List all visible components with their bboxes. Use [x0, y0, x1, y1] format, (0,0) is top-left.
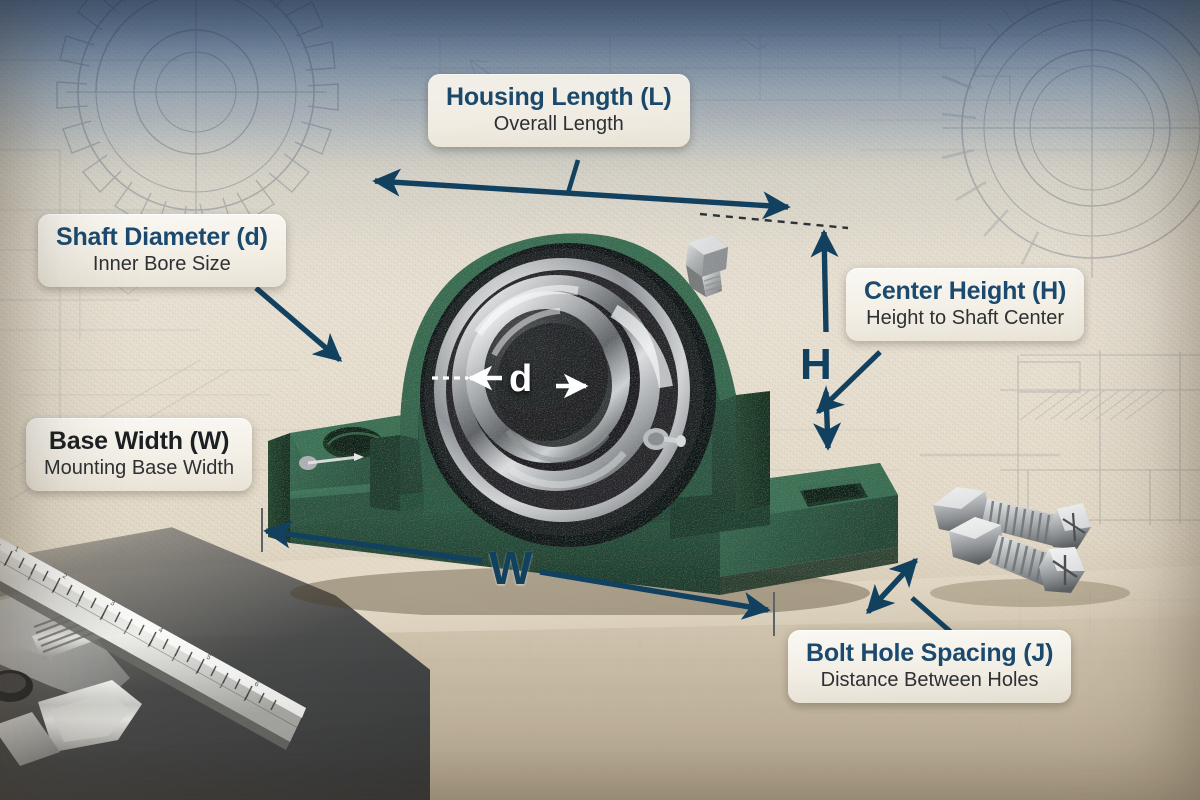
dimension-letter-W: W — [489, 542, 533, 594]
callout-subtitle: Mounting Base Width — [44, 457, 235, 479]
extension-line-top — [699, 212, 849, 230]
svg-text:3: 3 — [109, 600, 116, 608]
callout-title: Bolt Hole Spacing (J) — [806, 639, 1054, 667]
callout-title: Center Height (H) — [864, 277, 1067, 305]
callout-bolt-hole-spacing: Bolt Hole Spacing (J) Distance Between H… — [788, 630, 1072, 703]
pillow-block-bearing — [250, 195, 900, 615]
caliper-tool — [0, 588, 142, 766]
hex-bolt-back — [933, 487, 1091, 549]
svg-text:6: 6 — [253, 681, 260, 689]
dimension-length-L — [372, 159, 791, 220]
callout-base-width: Base Width (W) Mounting Base Width — [26, 418, 253, 491]
svg-text:4: 4 — [157, 627, 164, 635]
callout-center-height: Center Height (H) Height to Shaft Center — [846, 268, 1085, 341]
callout-subtitle: Distance Between Holes — [820, 669, 1039, 691]
measuring-tools: 1 2 3 4 5 6 — [0, 490, 380, 800]
svg-text:2: 2 — [61, 573, 68, 581]
dimension-bore-d — [432, 365, 589, 399]
callout-housing-length: Housing Length (L) Overall Length — [428, 74, 690, 147]
hex-bolt-front — [949, 517, 1085, 593]
leader-center-height — [816, 350, 882, 414]
dimension-letter-d: d — [509, 358, 533, 400]
bearing-insert — [420, 243, 716, 547]
dimension-bolt-spacing-J — [866, 557, 962, 642]
bolt-hole-left — [323, 427, 383, 459]
dimension-letter-H: H — [800, 340, 832, 389]
callout-title: Housing Length (L) — [446, 83, 672, 111]
callout-subtitle: Overall Length — [493, 113, 624, 135]
svg-text:1: 1 — [13, 546, 20, 554]
callout-subtitle: Height to Shaft Center — [866, 307, 1065, 329]
grease-fitting — [299, 453, 364, 470]
hex-head-bolts — [905, 465, 1155, 615]
top-hex-bolt — [686, 235, 728, 297]
set-screw — [643, 428, 686, 450]
bolt-hole-right — [798, 479, 868, 507]
callout-title: Base Width (W) — [48, 427, 230, 455]
steel-ruler: 1 2 3 4 5 6 — [0, 538, 306, 750]
leader-shaft-diameter — [254, 285, 343, 363]
callout-shaft-diameter: Shaft Diameter (d) Inner Bore Size — [38, 214, 286, 287]
callout-subtitle: Inner Bore Size — [92, 253, 231, 275]
dimension-width-W — [261, 508, 775, 636]
svg-text:5: 5 — [205, 654, 212, 662]
callout-title: Shaft Diameter (d) — [56, 223, 268, 251]
